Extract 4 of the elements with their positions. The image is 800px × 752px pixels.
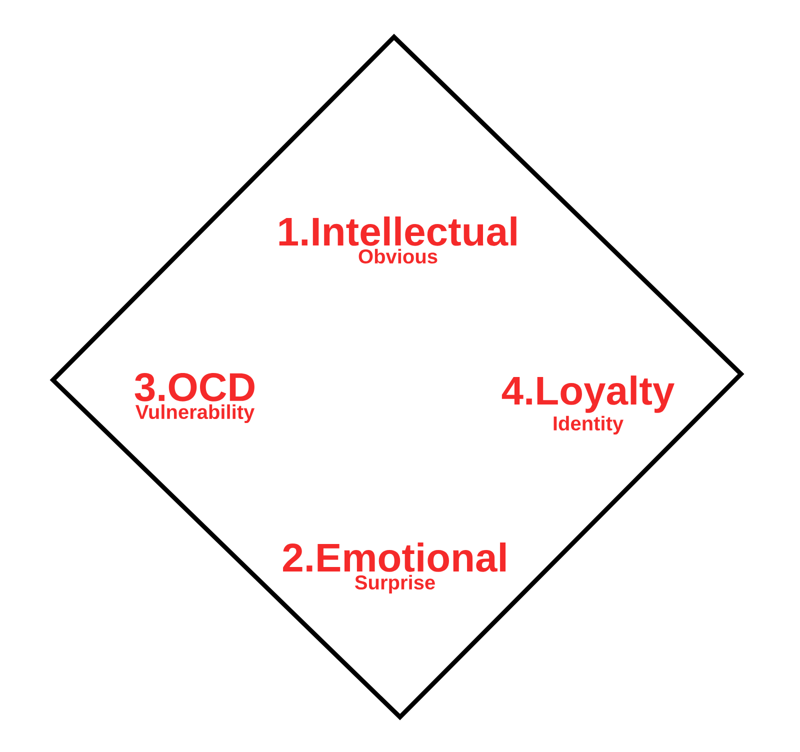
quadrant-label: 2.Emotional Surprise bbox=[283, 542, 506, 594]
quadrant-label: 4.Loyalty Identity bbox=[502, 376, 674, 434]
quadrant-label: 1.Intellectual Obvious bbox=[279, 216, 516, 264]
quadrant-label: 3.OCD Vulnerability bbox=[134, 373, 255, 424]
